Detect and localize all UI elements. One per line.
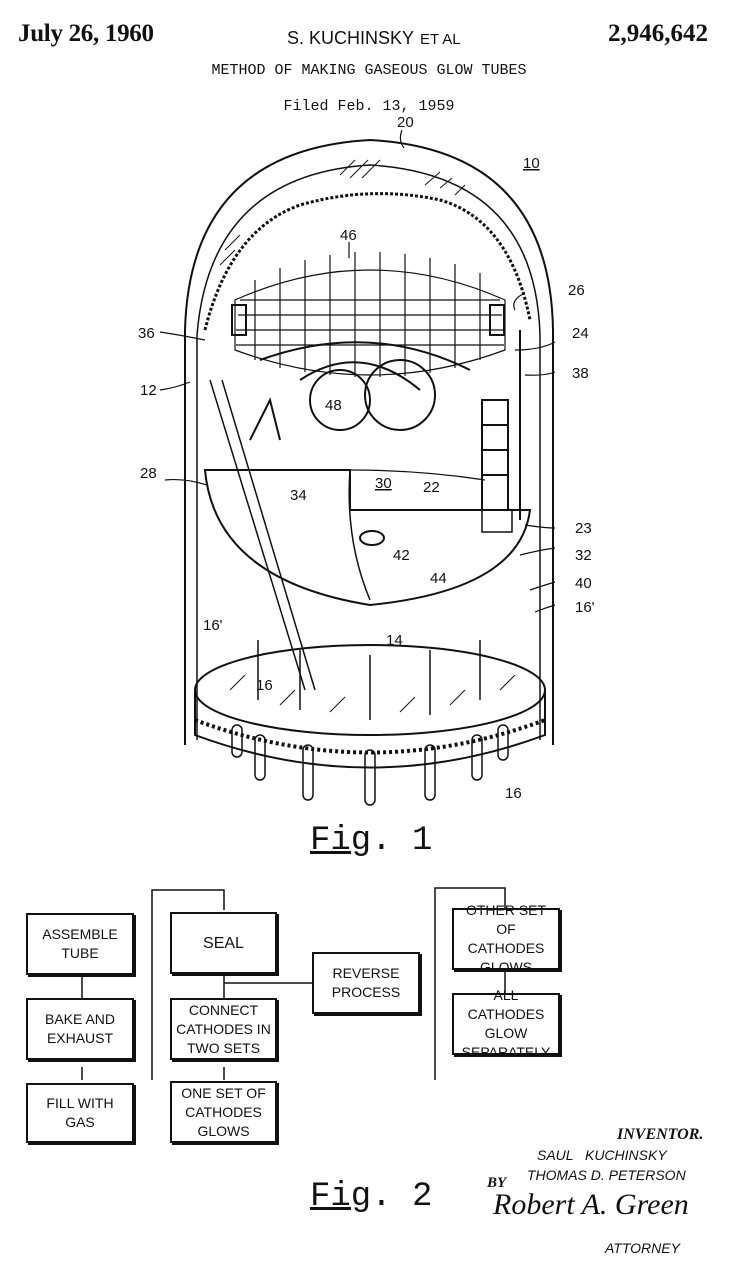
fig1-caption: Fig. 1 (310, 822, 433, 860)
attorney-label: ATTORNEY (605, 1240, 680, 1256)
ref-42: 42 (393, 547, 410, 564)
ref-46: 46 (340, 227, 357, 244)
ref-48: 48 (325, 397, 342, 414)
inner-envelope-wall (196, 164, 541, 740)
ref-38: 38 (572, 365, 589, 382)
fig2-connectors (81, 887, 506, 1080)
external-pins (231, 724, 509, 806)
lead-wire (209, 379, 316, 691)
ref-26: 26 (568, 282, 585, 299)
insulator-column (481, 330, 521, 533)
ref-22a: 22 (423, 479, 440, 496)
step-all-cathodes-glow: ALL CATHODES GLOW SEPARATELY (452, 987, 560, 1060)
step-fill-with-gas: FILL WITH GAS (26, 1083, 134, 1143)
step-one-set-glows: ONE SET OF CATHODES GLOWS (170, 1081, 277, 1143)
fig2-caption: Fig. 2 (310, 1178, 433, 1216)
grid-anode (234, 252, 506, 377)
inventor-1: SAUL KUCHINSKY (537, 1147, 667, 1163)
ref-12: 12 (140, 382, 157, 399)
inventor-header: S. KUCHINSKY ET AL (287, 28, 461, 49)
support-post-left (231, 304, 247, 336)
step-assemble-tube: ASSEMBLE TUBE (26, 913, 134, 975)
glass-hatching (219, 159, 466, 266)
step-other-set-glows: OTHER SET OF CATHODES GLOWS (452, 902, 560, 975)
fig1-drawing: 20 10 46 26 36 24 12 38 48 28 30 22 34 2… (138, 114, 595, 806)
attorney-signature: Robert A. Green (493, 1188, 689, 1221)
by-label: BY (487, 1175, 507, 1191)
support-post-right (489, 304, 505, 336)
mica-break-line (348, 469, 371, 601)
getter-shield (203, 192, 532, 331)
inventor-name: S. KUCHINSKY (287, 28, 415, 48)
inventor-heading: INVENTOR. (617, 1126, 704, 1143)
cathode-wires (249, 341, 471, 441)
ref-16-inner: 16 (256, 677, 273, 694)
glass-envelope (184, 138, 554, 745)
ref-34: 34 (290, 487, 307, 504)
ref-32: 32 (575, 547, 592, 564)
ref-16-pin: 16 (505, 785, 522, 802)
rivet (359, 530, 385, 546)
ref-20: 20 (397, 114, 414, 131)
ref-40: 40 (575, 575, 592, 592)
step-reverse-process: REVERSE PROCESS (312, 952, 420, 1014)
ref-24: 24 (572, 325, 589, 342)
ref-10: 10 (523, 155, 540, 172)
inventor-2: THOMAS D. PETERSON (527, 1167, 686, 1183)
et-al: ET AL (420, 31, 461, 48)
ref-28: 28 (140, 465, 157, 482)
ref-23: 23 (575, 520, 592, 537)
ref-16-prime-right: 16' (575, 599, 595, 616)
ref-16-prime-left: 16' (203, 617, 223, 634)
patent-title: METHOD OF MAKING GASEOUS GLOW TUBES (211, 62, 527, 79)
ref-36: 36 (138, 325, 155, 342)
ref-30: 30 (375, 475, 392, 492)
stem-side (194, 690, 546, 769)
patent-date: July 26, 1960 (18, 20, 154, 47)
ref-14: 14 (386, 632, 403, 649)
step-bake-and-exhaust: BAKE AND EXHAUST (26, 998, 134, 1060)
ref-44: 44 (430, 570, 447, 587)
seal-band (194, 718, 546, 755)
internal-pins (257, 640, 481, 720)
patent-number: 2,946,642 (608, 20, 708, 47)
filing-date: Filed Feb. 13, 1959 (283, 98, 455, 115)
step-seal: SEAL (170, 912, 277, 974)
step-connect-cathodes: CONNECT CATHODES IN TWO SETS (170, 998, 277, 1060)
stem-hatching (229, 674, 516, 713)
